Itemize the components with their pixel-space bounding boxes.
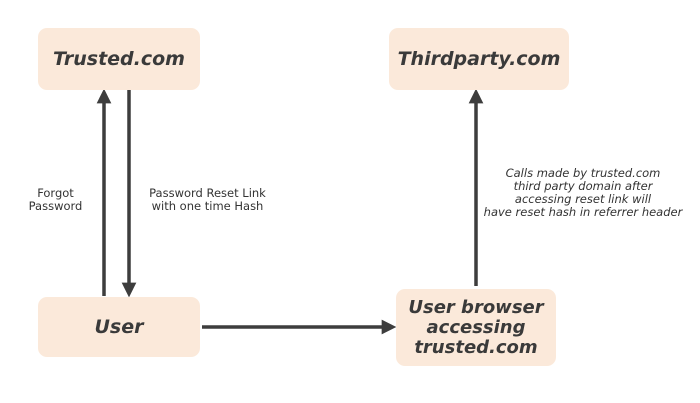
node-thirdparty-com: Thirdparty.com bbox=[389, 28, 569, 90]
node-user-label: User bbox=[94, 316, 144, 338]
node-user-browser: User browser accessing trusted.com bbox=[396, 289, 556, 366]
node-trusted-label: Trusted.com bbox=[53, 48, 185, 70]
edge-label-reset-link: Password Reset Link with one time Hash bbox=[140, 187, 275, 213]
forgot-line-1: Forgot bbox=[37, 186, 74, 200]
edge-label-forgot-password: Forgot Password bbox=[18, 187, 93, 213]
calls-line-3: accessing reset link will bbox=[514, 192, 652, 206]
forgot-line-2: Password bbox=[28, 199, 83, 213]
node-trusted-com: Trusted.com bbox=[38, 28, 200, 90]
calls-line-2: third party domain after bbox=[513, 179, 653, 193]
calls-line-1: Calls made by trusted.com bbox=[505, 166, 661, 180]
node-thirdparty-label: Thirdparty.com bbox=[397, 48, 561, 70]
node-user: User bbox=[38, 297, 200, 357]
calls-line-4: have reset hash in referrer header bbox=[483, 205, 683, 219]
node-browser-line-3: trusted.com bbox=[414, 336, 538, 358]
edge-label-thirdparty-calls: Calls made by trusted.com third party do… bbox=[478, 167, 688, 219]
reset-line-1: Password Reset Link bbox=[149, 186, 266, 200]
node-browser-line-2: accessing bbox=[426, 316, 526, 338]
node-browser-line-1: User browser bbox=[408, 296, 544, 318]
reset-line-2: with one time Hash bbox=[151, 199, 264, 213]
